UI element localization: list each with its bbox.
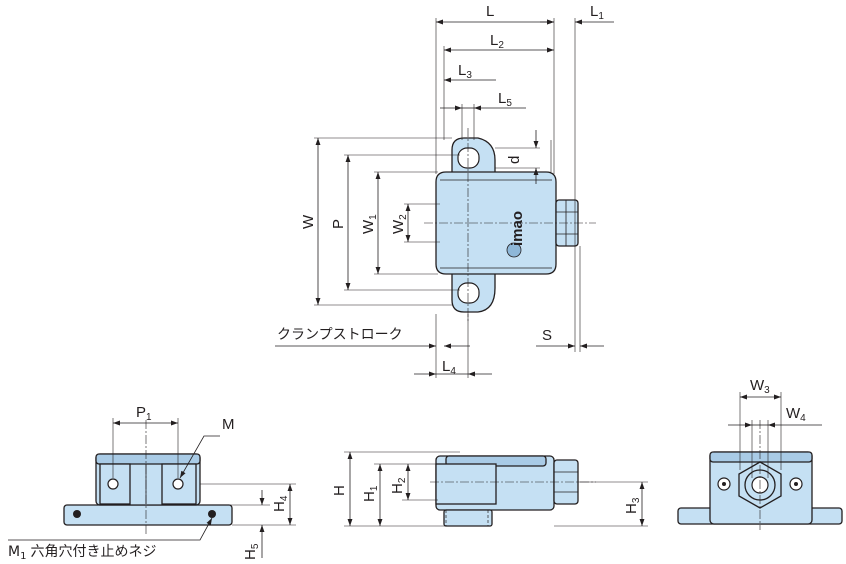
- end-body-top: [709, 451, 813, 463]
- label-L4: L4: [442, 358, 456, 377]
- label-S: S: [542, 327, 552, 344]
- end-screw-right-dot: [794, 482, 798, 486]
- end-screw-left-dot: [722, 482, 726, 486]
- front-base: [63, 504, 233, 526]
- label-H3: H3: [623, 497, 642, 514]
- label-L: L: [486, 3, 494, 20]
- label-M: M: [222, 416, 235, 433]
- front-m1-screw-left: [73, 510, 81, 518]
- front-body-top: [95, 453, 201, 465]
- side-hidden-lines: [445, 510, 489, 526]
- label-W2: W2: [390, 214, 409, 234]
- label-d: d: [506, 156, 523, 164]
- label-W: W: [300, 214, 317, 229]
- label-P: P: [330, 219, 347, 229]
- top-slot-upper: [457, 147, 480, 169]
- label-H5: H5: [242, 543, 261, 560]
- front-screw-left: [107, 478, 119, 490]
- side-view: H H1 H2 H3: [331, 451, 648, 527]
- label-L5: L5: [498, 90, 512, 109]
- side-nut-edges: [554, 471, 578, 493]
- side-jaw: [435, 463, 497, 505]
- label-W3: W3: [750, 377, 770, 396]
- label-P1: P1: [136, 404, 152, 423]
- label-W4: W4: [786, 405, 806, 424]
- leader-M: [179, 435, 220, 479]
- label-H4: H4: [271, 495, 290, 512]
- side-base: [443, 509, 493, 527]
- end-view: W3 W4: [677, 377, 843, 530]
- label-L3: L3: [458, 62, 472, 81]
- imao-logo: imao: [506, 211, 526, 258]
- label-L1: L1: [590, 3, 604, 22]
- label-L2: L2: [490, 32, 504, 51]
- top-view: imao: [275, 3, 614, 378]
- front-screw-right: [172, 478, 184, 490]
- front-m1-screw-right: [208, 510, 216, 518]
- label-clamp-stroke: クランプストローク: [277, 327, 403, 343]
- label-H2: H2: [389, 477, 408, 494]
- top-slot-lower: [457, 282, 480, 304]
- logo-text: imao: [509, 211, 526, 246]
- leader-M1: [8, 517, 213, 541]
- label-H: H: [331, 485, 348, 496]
- label-H1: H1: [361, 485, 380, 502]
- top-body-chamfer: [440, 179, 552, 269]
- label-W1: W1: [360, 214, 379, 234]
